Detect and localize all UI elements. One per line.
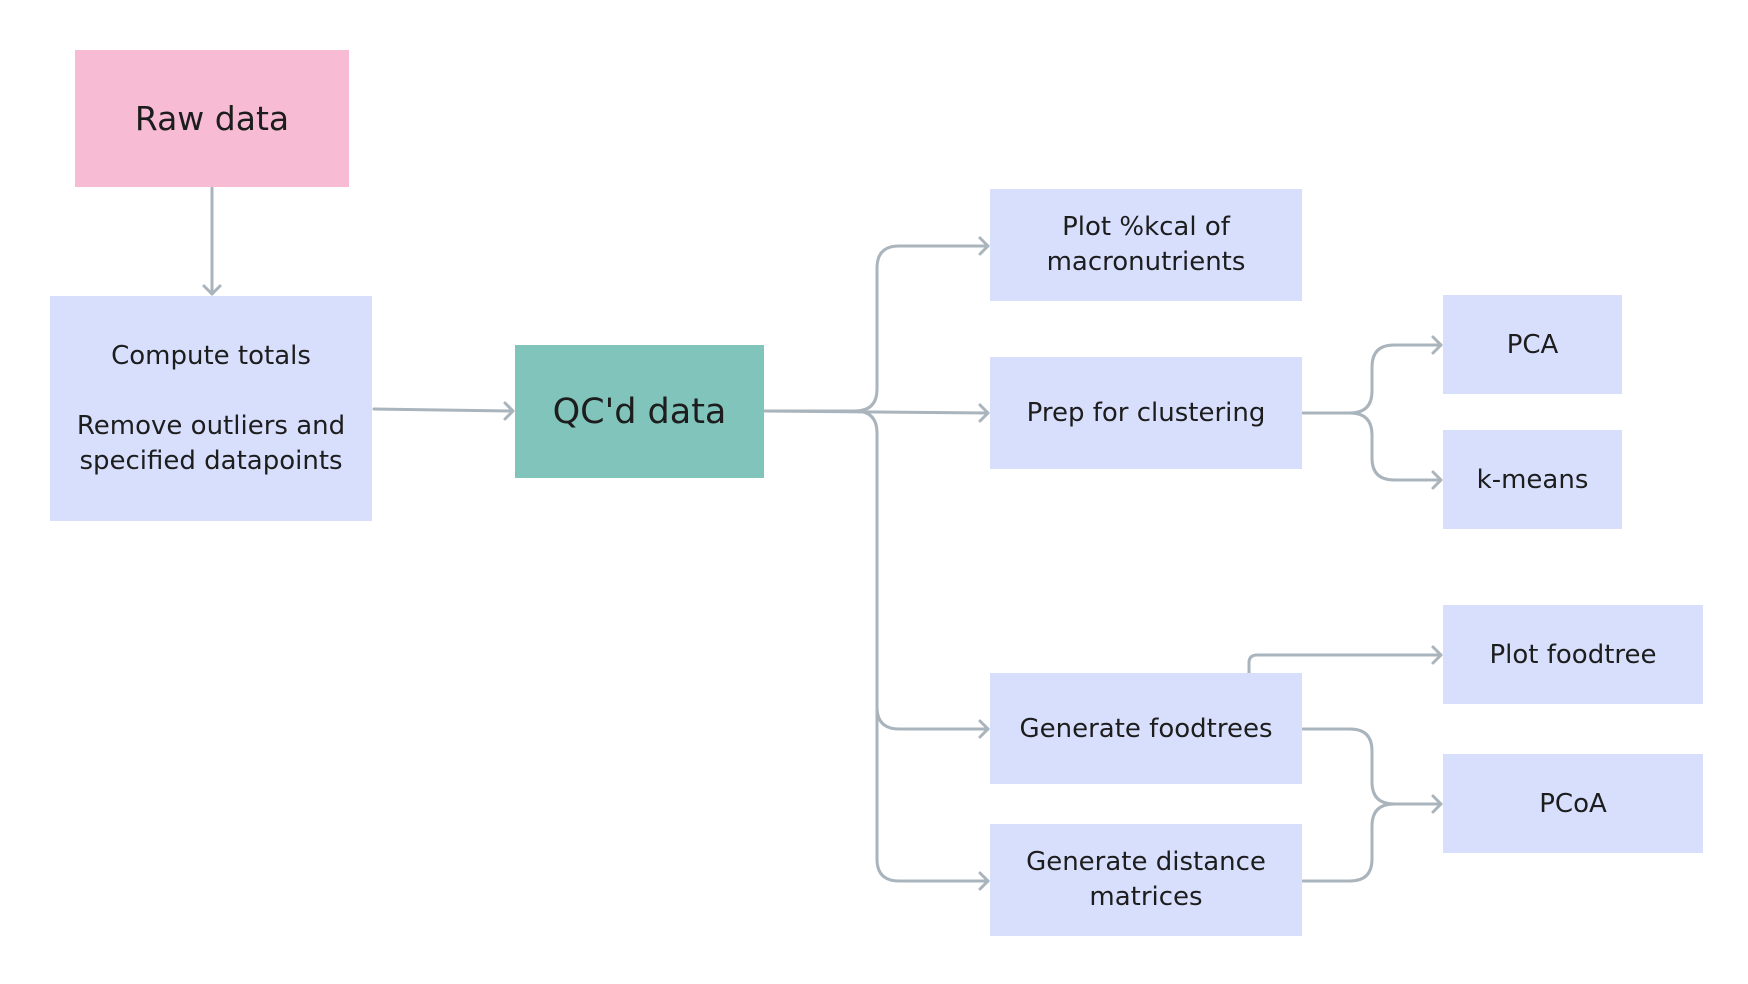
pca-node: PCA [1443, 295, 1622, 394]
specified-datapoints-label: specified datapoints [79, 445, 343, 476]
arrowhead [202, 284, 222, 296]
qc-data-node: QC'd data [515, 345, 764, 478]
arrowhead [1431, 470, 1443, 490]
pca-label: PCA [1506, 329, 1559, 360]
arrowhead [1431, 335, 1443, 355]
plot-kcal-node: Plot %kcal of macronutrients [990, 189, 1302, 301]
compute-totals-node: Compute totals Remove outliers and speci… [50, 296, 372, 521]
connector-qc-to-gendist [875, 698, 990, 883]
generate-distance-label-line2: matrices [1089, 882, 1203, 912]
pcoa-label: PCoA [1539, 788, 1607, 819]
arrowhead [978, 236, 990, 256]
raw-data-label: Raw data [134, 99, 290, 138]
connector-qc-to-plotkcal [763, 244, 990, 413]
qc-data-label: QC'd data [552, 391, 727, 432]
connector-prep-to-pca [1301, 343, 1443, 415]
arrowhead [503, 401, 515, 421]
generate-distance-label-line1: Generate distance [1026, 847, 1266, 877]
connector-prep-to-kmeans [1348, 411, 1443, 482]
connector-compute-to-qc [372, 407, 515, 413]
remove-outliers-label: Remove outliers and [76, 410, 346, 441]
arrowhead [1431, 794, 1443, 814]
plot-foodtree-node: Plot foodtree [1443, 605, 1703, 704]
plot-foodtree-label: Plot foodtree [1489, 639, 1657, 670]
connector-gendist-to-pcoa [1301, 802, 1396, 883]
arrowhead [978, 871, 990, 891]
arrowhead [1431, 645, 1443, 665]
prep-clustering-node: Prep for clustering [990, 357, 1302, 469]
plot-kcal-label-line1: Plot %kcal of [1062, 212, 1230, 242]
generate-distance-node: Generate distance matrices [990, 824, 1302, 936]
pcoa-node: PCoA [1443, 754, 1703, 853]
arrowhead [978, 403, 990, 423]
connector-qc-to-prep [763, 409, 990, 415]
kmeans-label: k-means [1476, 464, 1589, 495]
generate-foodtrees-label: Generate foodtrees [1019, 713, 1273, 744]
raw-data-node: Raw data [75, 50, 349, 187]
connector-genfood-to-pcoa [1301, 727, 1443, 806]
compute-totals-label: Compute totals [111, 340, 311, 371]
generate-foodtrees-node: Generate foodtrees [990, 673, 1302, 784]
connector-qc-to-genfood [853, 409, 990, 731]
kmeans-node: k-means [1443, 430, 1622, 529]
prep-clustering-label: Prep for clustering [1026, 398, 1266, 428]
arrowhead [978, 719, 990, 739]
connector-genfood-to-plotfoodtree [1247, 653, 1443, 675]
plot-kcal-label-line2: macronutrients [1046, 247, 1246, 277]
